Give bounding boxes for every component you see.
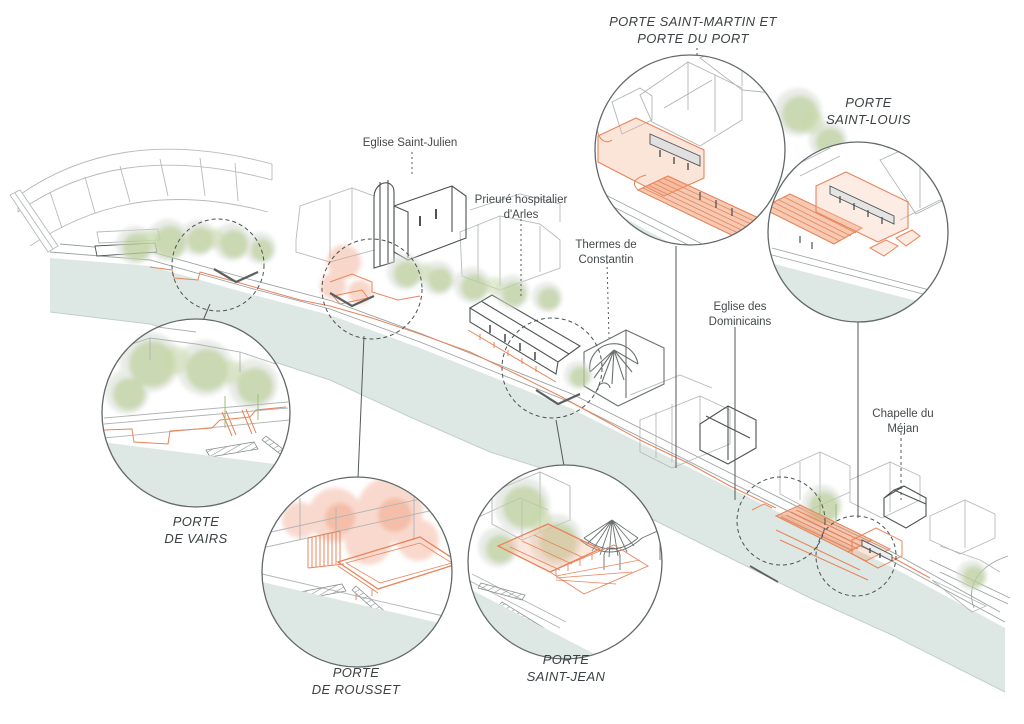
detail-circle-porte-saint-martin [594,54,786,246]
label-porte-saint-jean: PORTE SAINT-JEAN [526,652,606,684]
label-eglise-des-dominicains: Eglise des Dominicains [708,301,772,328]
thermes-building [583,329,665,407]
label-thermes-de-constantin: Thermes de Constantin [575,239,637,266]
quay-greens [819,496,837,522]
detail-circle-porte-de-rousset [261,476,453,668]
label-porte-de-rousset: PORTE DE ROUSSET [311,665,401,697]
orange-tree-washes [320,245,372,304]
label-porte-de-vairs: PORTE DE VAIRS [164,514,228,546]
dominicains-building [699,405,757,465]
eglise-saint-julien-building [373,180,467,269]
quay-ramps [213,268,779,583]
label-prieure-hospitalier: Prieuré hospitalier d'Arles [474,194,568,221]
detail-circle-porte-de-vairs [101,318,291,508]
label-chapelle-du-mejan: Chapelle du Méjan [872,408,934,435]
label-eglise-saint-julien: Eglise Saint-Julien [362,137,458,149]
site-marker-circles [171,218,897,597]
prieure-building [468,294,582,375]
label-porte-saint-martin-et-porte-du-port: PORTE SAINT-MARTIN ET PORTE DU PORT [609,14,777,46]
landmark-buildings [373,180,927,529]
label-porte-saint-louis: PORTE SAINT-LOUIS [826,95,911,127]
leader-lines [201,48,902,518]
chapelle-mejan-building [883,485,927,529]
